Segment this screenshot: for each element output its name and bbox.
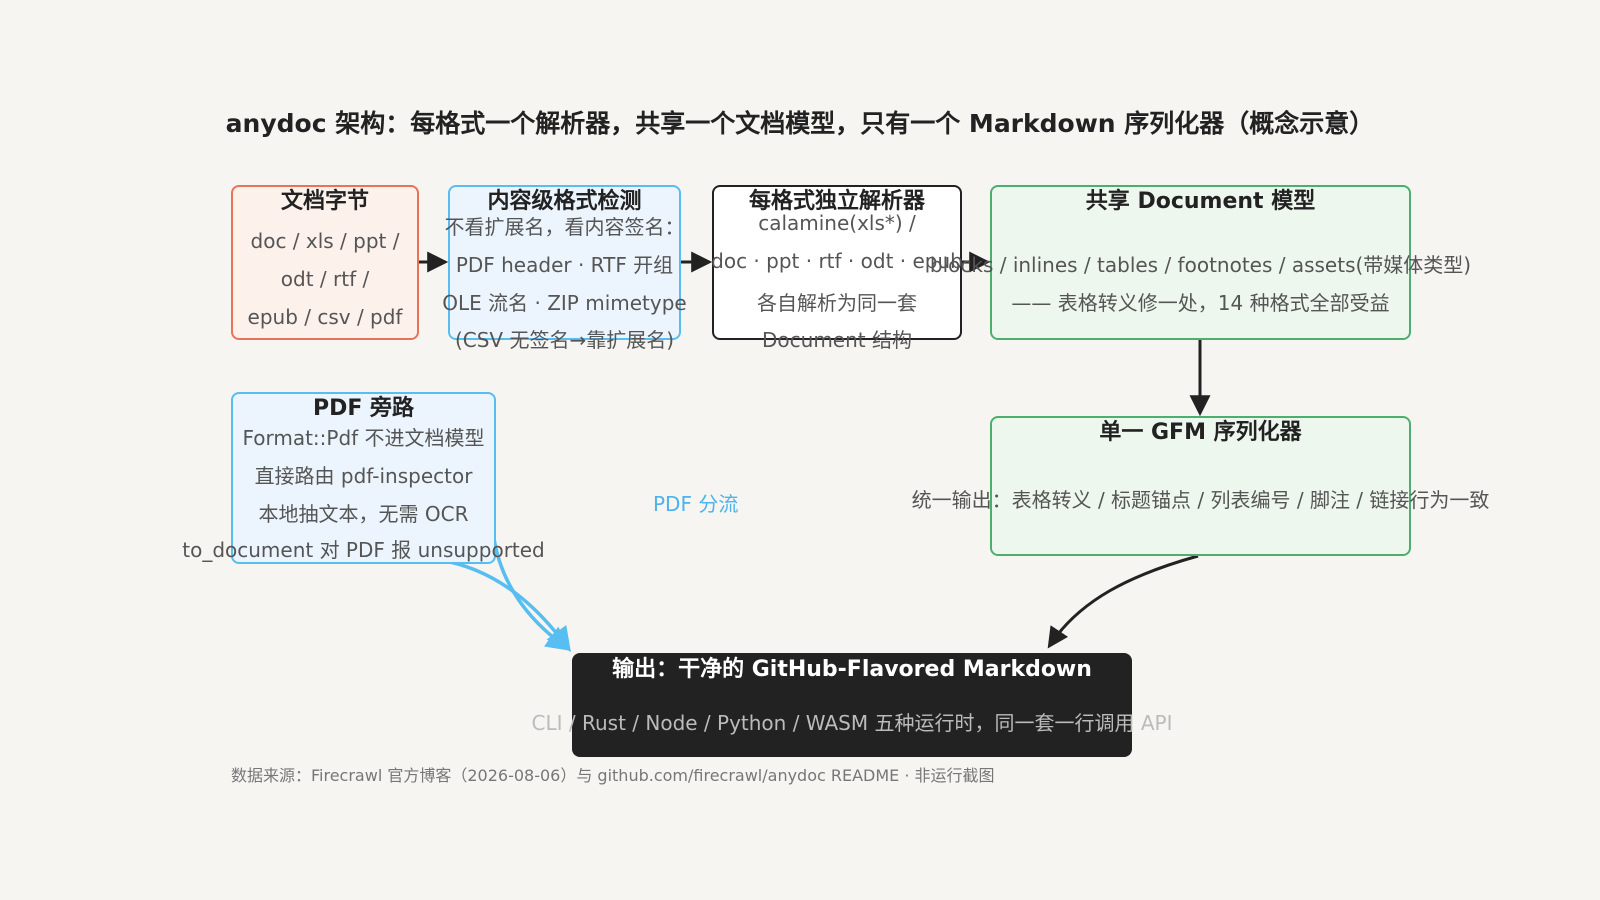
node-detect-line: OLE 流名 · ZIP mimetype	[442, 291, 687, 315]
node-output: 输出：干净的 GitHub-Flavored Markdown CLI / Ru…	[532, 653, 1172, 757]
node-gfm-serializer: 单一 GFM 序列化器 统一输出：表格转义 / 标题锚点 / 列表编号 / 脚注…	[912, 416, 1489, 556]
node-parsers: 每格式独立解析器 calamine(xls*) / doc · ppt · rt…	[711, 185, 963, 352]
node-detect-line: 不看扩展名，看内容签名：	[444, 215, 685, 239]
node-pdf-bypass-title: PDF 旁路	[312, 396, 415, 421]
node-parsers-line: 各自解析为同一套	[757, 291, 917, 315]
node-pdf-bypass-line: 直接路由 pdf-inspector	[254, 464, 473, 488]
node-parsers-line: calamine(xls*) /	[758, 211, 916, 235]
node-document-model-line: blocks / inlines / tables / footnotes / …	[929, 253, 1472, 277]
arrow-serializer-to-output	[1047, 554, 1199, 649]
node-detect-line: PDF header · RTF 开组	[455, 253, 674, 277]
arrow-pdf-to-output-1	[489, 479, 571, 651]
diagram-title: anydoc 架构：每格式一个解析器，共享一个文档模型，只有一个 Markdow…	[225, 109, 1375, 138]
node-parsers-title: 每格式独立解析器	[748, 189, 925, 214]
node-parsers-line: Document 结构	[762, 328, 912, 352]
node-document-model: 共享 Document 模型 blocks / inlines / tables…	[930, 185, 1471, 340]
node-detect-title: 内容级格式检测	[487, 189, 642, 214]
node-bytes-line: doc / xls / ppt /	[250, 229, 400, 253]
node-pdf-bypass-line: to_document 对 PDF 报 unsupported	[182, 538, 545, 562]
node-output-line: CLI / Rust / Node / Python / WASM 五种运行时，…	[531, 711, 1173, 735]
node-bytes-title: 文档字节	[280, 189, 369, 214]
node-pdf-bypass-line: Format::Pdf 不进文档模型	[242, 426, 485, 450]
node-bytes-line: odt / rtf /	[280, 267, 370, 291]
node-pdf-bypass: PDF 旁路 Format::Pdf 不进文档模型 直接路由 pdf-inspe…	[182, 392, 545, 564]
node-document-model-title: 共享 Document 模型	[1085, 189, 1316, 214]
footer-source: 数据来源：Firecrawl 官方博客（2026-08-06）与 github.…	[231, 766, 995, 785]
node-gfm-serializer-title: 单一 GFM 序列化器	[1099, 420, 1302, 445]
edge-label-pdf-route: PDF 分流	[653, 492, 739, 516]
node-document-model-line: —— 表格转义修一处，14 种格式全部受益	[1011, 291, 1390, 315]
node-output-title: 输出：干净的 GitHub-Flavored Markdown	[612, 657, 1092, 682]
node-detect-line: (CSV 无签名→靠扩展名)	[454, 328, 675, 352]
node-bytes-line: epub / csv / pdf	[247, 305, 403, 329]
node-bytes: 文档字节 doc / xls / ppt / odt / rtf / epub …	[231, 185, 419, 340]
node-gfm-serializer-line: 统一输出：表格转义 / 标题锚点 / 列表编号 / 脚注 / 链接行为一致	[911, 488, 1490, 512]
node-parsers-line: doc · ppt · rtf · odt · epub	[711, 249, 963, 273]
arrow-pdf-to-output-2	[439, 558, 571, 652]
node-detect: 内容级格式检测 不看扩展名，看内容签名： PDF header · RTF 开组…	[442, 185, 687, 352]
node-pdf-bypass-line: 本地抽文本，无需 OCR	[258, 502, 469, 526]
